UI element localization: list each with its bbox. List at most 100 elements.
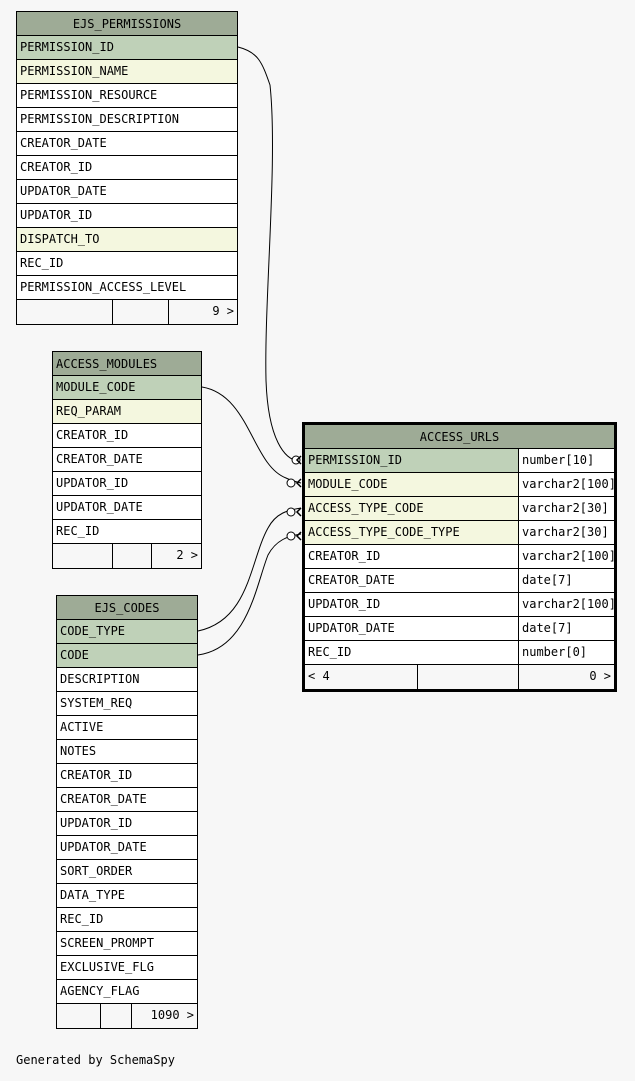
child-count[interactable]: 9 > bbox=[212, 304, 234, 318]
column-type: varchar2[30] bbox=[518, 521, 614, 544]
column-row[interactable]: REC_ID bbox=[53, 520, 201, 544]
column-name: REC_ID bbox=[20, 256, 64, 270]
column-name: CREATOR_DATE bbox=[60, 792, 147, 806]
column-row[interactable]: NOTES bbox=[57, 740, 197, 764]
column-name: CREATOR_ID bbox=[308, 549, 381, 563]
column-name: PERMISSION_ID bbox=[17, 36, 237, 59]
column-name: DATA_TYPE bbox=[60, 888, 126, 902]
column-name: SORT_ORDER bbox=[60, 864, 133, 878]
edge-permission-id bbox=[237, 46, 300, 462]
table-footer: < 4 0 > bbox=[305, 665, 614, 689]
column-row[interactable]: UPDATOR_ID bbox=[53, 472, 201, 496]
child-count[interactable]: 0 > bbox=[589, 669, 611, 683]
column-row[interactable]: REC_ID bbox=[17, 252, 237, 276]
column-name: CREATOR_DATE bbox=[20, 136, 107, 150]
column-name: ACCESS_TYPE_CODE_TYPE bbox=[305, 521, 518, 544]
column-name: MODULE_CODE bbox=[305, 473, 518, 496]
column-row[interactable]: REQ_PARAM bbox=[53, 400, 201, 424]
column-row[interactable]: PERMISSION_ID bbox=[17, 36, 237, 60]
column-row[interactable]: DESCRIPTION bbox=[57, 668, 197, 692]
edge-access-type-code bbox=[197, 507, 302, 632]
table-footer: 2 > bbox=[53, 544, 201, 568]
column-row[interactable]: CREATOR_DATE bbox=[17, 132, 237, 156]
column-row[interactable]: CREATOR_DATE bbox=[53, 448, 201, 472]
column-row[interactable]: CODE_TYPE bbox=[57, 620, 197, 644]
column-name: UPDATOR_DATE bbox=[308, 621, 395, 635]
parent-count[interactable]: < 4 bbox=[305, 665, 418, 689]
edge-module-code bbox=[201, 386, 302, 484]
column-row[interactable]: SCREEN_PROMPT bbox=[57, 932, 197, 956]
column-row[interactable]: CREATOR_ID bbox=[17, 156, 237, 180]
column-row[interactable]: UPDATOR_ID bbox=[57, 812, 197, 836]
column-name: CREATOR_ID bbox=[60, 768, 133, 782]
footer-cell bbox=[101, 1004, 132, 1028]
column-row[interactable]: MODULE_CODE bbox=[53, 376, 201, 400]
column-row[interactable]: UPDATOR_DATE bbox=[53, 496, 201, 520]
child-count[interactable]: 1090 > bbox=[150, 1008, 194, 1022]
column-name: DISPATCH_TO bbox=[17, 228, 237, 251]
column-name: REC_ID bbox=[308, 645, 352, 659]
column-type: date[7] bbox=[518, 569, 614, 592]
footer-cell bbox=[57, 1004, 101, 1028]
footer-cell bbox=[17, 300, 113, 324]
column-row[interactable]: CREATOR_DATE date[7] bbox=[305, 569, 614, 593]
column-row[interactable]: UPDATOR_DATE bbox=[57, 836, 197, 860]
child-count[interactable]: 2 > bbox=[176, 548, 198, 562]
column-name: ACCESS_TYPE_CODE bbox=[305, 497, 518, 520]
column-name: ACTIVE bbox=[60, 720, 104, 734]
column-row[interactable]: SYSTEM_REQ bbox=[57, 692, 197, 716]
column-name: UPDATOR_DATE bbox=[20, 184, 107, 198]
optional-marker bbox=[286, 478, 296, 488]
footer-cell bbox=[113, 300, 169, 324]
column-row[interactable]: REC_ID bbox=[57, 908, 197, 932]
column-row[interactable]: PERMISSION_NAME bbox=[17, 60, 237, 84]
column-row[interactable]: PERMISSION_RESOURCE bbox=[17, 84, 237, 108]
column-name: REC_ID bbox=[56, 524, 100, 538]
column-name: REC_ID bbox=[60, 912, 104, 926]
column-row[interactable]: CREATOR_ID bbox=[53, 424, 201, 448]
many-marker bbox=[295, 455, 302, 465]
column-name: REQ_PARAM bbox=[53, 400, 201, 423]
column-row[interactable]: ACTIVE bbox=[57, 716, 197, 740]
table-title[interactable]: EJS_CODES bbox=[57, 596, 197, 620]
column-row[interactable]: EXCLUSIVE_FLG bbox=[57, 956, 197, 980]
column-name: CREATOR_DATE bbox=[308, 573, 395, 587]
column-row[interactable]: UPDATOR_ID bbox=[17, 204, 237, 228]
column-name: PERMISSION_DESCRIPTION bbox=[20, 112, 179, 126]
column-row[interactable]: PERMISSION_DESCRIPTION bbox=[17, 108, 237, 132]
column-name: PERMISSION_RESOURCE bbox=[20, 88, 158, 102]
column-row[interactable]: CREATOR_ID bbox=[57, 764, 197, 788]
column-row[interactable]: PERMISSION_ACCESS_LEVEL bbox=[17, 276, 237, 300]
column-row[interactable]: CODE bbox=[57, 644, 197, 668]
column-row[interactable]: UPDATOR_DATE bbox=[17, 180, 237, 204]
column-row[interactable]: DISPATCH_TO bbox=[17, 228, 237, 252]
column-name: UPDATOR_ID bbox=[308, 597, 381, 611]
table-title[interactable]: EJS_PERMISSIONS bbox=[17, 12, 237, 36]
table-title[interactable]: ACCESS_MODULES bbox=[53, 352, 201, 376]
column-row[interactable]: CREATOR_DATE bbox=[57, 788, 197, 812]
table-title[interactable]: ACCESS_URLS bbox=[305, 425, 614, 449]
column-row[interactable]: AGENCY_FLAG bbox=[57, 980, 197, 1004]
column-row[interactable]: DATA_TYPE bbox=[57, 884, 197, 908]
column-row[interactable]: SORT_ORDER bbox=[57, 860, 197, 884]
column-name: NOTES bbox=[60, 744, 97, 758]
many-marker bbox=[295, 531, 302, 541]
optional-marker bbox=[286, 507, 296, 517]
column-name: EXCLUSIVE_FLG bbox=[60, 960, 154, 974]
many-marker bbox=[295, 507, 302, 517]
